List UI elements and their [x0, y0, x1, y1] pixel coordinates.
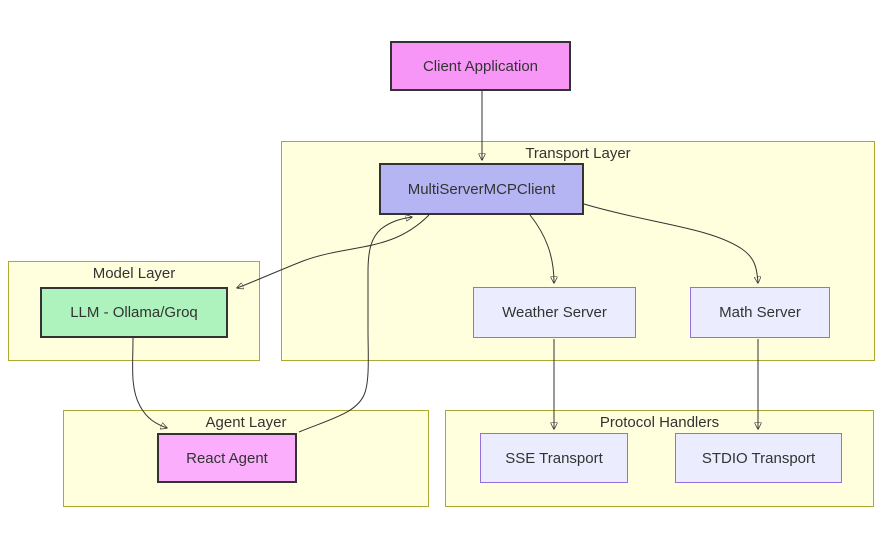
edge-llm-to-react	[132, 337, 167, 428]
node-client-application: Client Application	[390, 41, 571, 91]
node-stdio-transport-label: STDIO Transport	[701, 449, 816, 467]
node-sse-transport-label: SSE Transport	[505, 449, 603, 467]
subgraph-model-layer-title: Model Layer	[92, 265, 176, 282]
node-weather-server: Weather Server	[473, 287, 636, 338]
node-llm-ollama-groq: LLM - Ollama/Groq	[40, 287, 228, 338]
subgraph-agent-layer-title: Agent Layer	[205, 414, 287, 431]
edge-mcp-to-weather	[529, 214, 554, 283]
node-stdio-transport: STDIO Transport	[675, 433, 842, 483]
node-weather-server-label: Weather Server	[502, 304, 607, 321]
edge-mcp-to-llm	[237, 214, 430, 288]
node-react-agent: React Agent	[157, 433, 297, 483]
node-multiservermcpclient-label: MultiServerMCPClient	[407, 180, 556, 198]
node-multiservermcpclient: MultiServerMCPClient	[379, 163, 584, 215]
node-react-agent-label: React Agent	[186, 449, 268, 467]
subgraph-transport-layer-title: Transport Layer	[525, 145, 631, 162]
node-math-server-label: Math Server	[719, 304, 801, 321]
edge-react-to-mcp	[298, 217, 412, 433]
edge-mcp-to-math	[583, 203, 758, 283]
node-llm-ollama-groq-label: LLM - Ollama/Groq	[70, 304, 198, 321]
node-client-application-label: Client Application	[422, 57, 539, 75]
node-math-server: Math Server	[690, 287, 830, 338]
node-sse-transport: SSE Transport	[480, 433, 628, 483]
subgraph-protocol-handlers-title: Protocol Handlers	[599, 414, 720, 431]
